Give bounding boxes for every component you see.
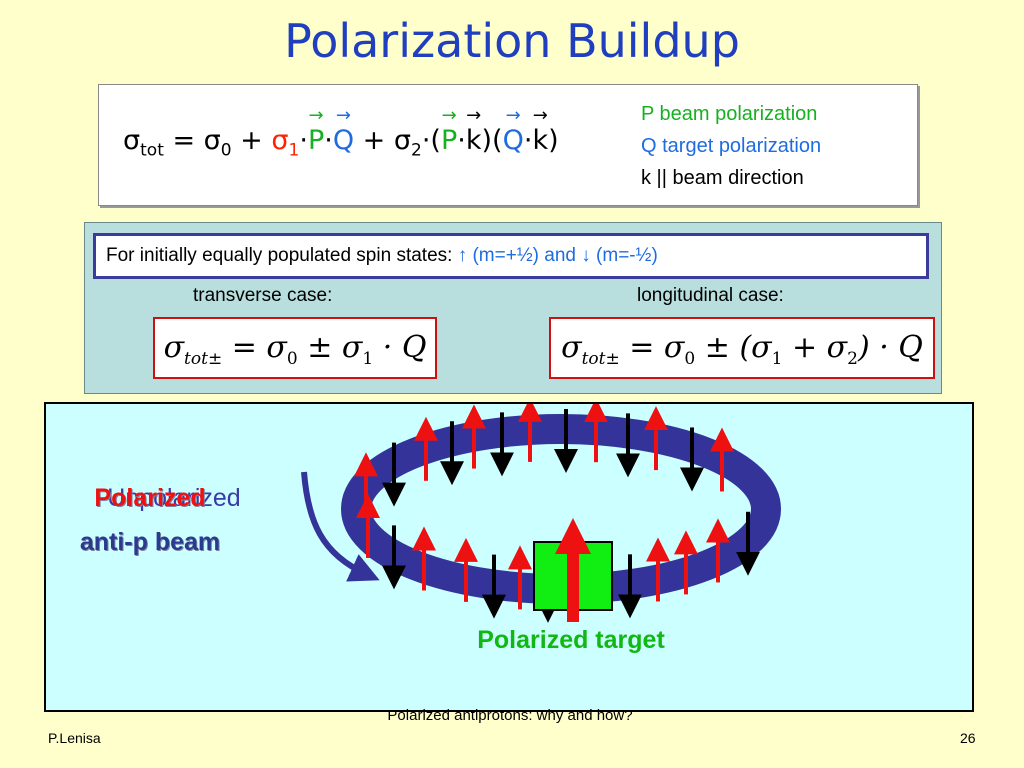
vector-k: k — [466, 125, 482, 156]
storage-ring-diagram: Unpolarized Polarized anti-p beam Polari… — [44, 402, 974, 712]
unpolarized-label: Unpolarized — [107, 484, 241, 512]
target-label: Polarized target — [477, 626, 665, 654]
injection-arrow-icon — [301, 471, 380, 582]
transverse-formula: σtot± = σ0 ± σ1 · Q — [153, 317, 437, 379]
longitudinal-formula: σtot± = σ0 ± (σ1 + σ2) · Q — [549, 317, 935, 379]
vector-q: Q — [333, 125, 354, 156]
note-text: For initially equally populated spin sta… — [106, 245, 658, 266]
page-number: 26 — [960, 730, 976, 746]
page-title: Polarization Buildup — [284, 14, 740, 68]
cases-panel: For initially equally populated spin sta… — [84, 222, 942, 394]
longitudinal-label: longitudinal case: — [637, 285, 784, 306]
polarized-label: Polarized — [94, 484, 206, 512]
beam-label-line2: anti-p beam — [79, 528, 221, 556]
formula-box: σtot = σ0 + σ1·P·Q + σ2·(P·k)(Q·k) P bea… — [98, 84, 918, 206]
footer-author: P.Lenisa — [48, 730, 101, 746]
ring-graphic — [301, 404, 781, 623]
vector-p: P — [308, 125, 324, 156]
footer-title: Polarized antiprotons: why and how? — [387, 707, 633, 724]
transverse-label: transverse case: — [193, 285, 333, 306]
legend-p: P beam polarization — [641, 103, 818, 125]
cross-section-formula: σtot = σ0 + σ1·P·Q + σ2·(P·k)(Q·k) — [123, 125, 559, 160]
legend-k: k || beam direction — [641, 167, 804, 189]
note-box: For initially equally populated spin sta… — [93, 233, 929, 279]
legend-q: Q target polarization — [641, 135, 822, 157]
